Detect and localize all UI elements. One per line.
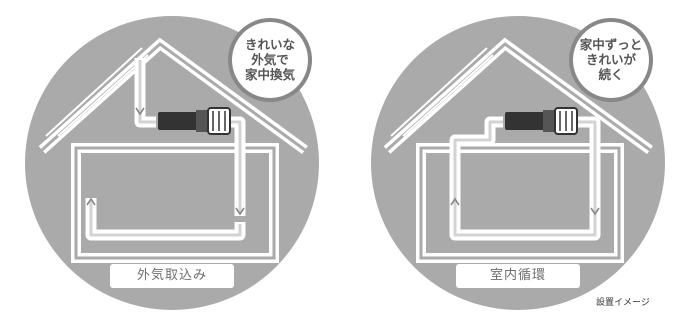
bubble-line: きれいが <box>585 52 636 67</box>
arrow-icon <box>135 107 145 116</box>
arrow-icon <box>450 197 460 206</box>
mode-label-box <box>456 264 580 288</box>
speech-bubble-outline <box>232 22 308 98</box>
airflow-arrows <box>450 197 600 216</box>
bubble-line: きれいな <box>244 37 295 52</box>
speech-bubble-text: 家中ずっと きれいが 続く <box>569 37 653 82</box>
bubble-line: 家中ずっと <box>579 37 643 52</box>
mode-label-box <box>110 264 234 288</box>
bubble-line: 家中換気 <box>244 67 295 82</box>
arrow-icon <box>86 197 96 206</box>
airflow-arrows <box>86 107 245 216</box>
speech-bubble-text: きれいな 外気で 家中換気 <box>228 37 312 82</box>
bubble-line: 続く <box>598 67 624 82</box>
outdoor-intake-diagram <box>25 16 319 310</box>
mode-label-indoor-circulation: 室内循環 <box>489 268 546 283</box>
arrow-icon <box>235 207 245 216</box>
ventilation-unit <box>158 107 231 135</box>
installation-image-caption: 設置イメージ <box>596 298 650 308</box>
mode-label-outdoor-intake: 外気取込み <box>136 268 207 283</box>
roof-stripes <box>45 47 149 137</box>
indoor-circulation-diagram <box>371 16 665 310</box>
arrow-icon <box>590 207 600 216</box>
ventilation-unit <box>505 107 578 135</box>
panel-outdoor-intake: きれいな 外気で 家中換気 外気取込み <box>0 0 345 325</box>
duct-inner <box>89 60 242 237</box>
panel-indoor-circulation: 家中ずっと きれいが 続く 室内循環 <box>345 0 690 325</box>
speech-bubble-outline <box>573 22 649 98</box>
roof-stripes <box>390 47 494 137</box>
duct-inner <box>453 120 597 237</box>
bubble-line: 外気で <box>251 52 289 67</box>
